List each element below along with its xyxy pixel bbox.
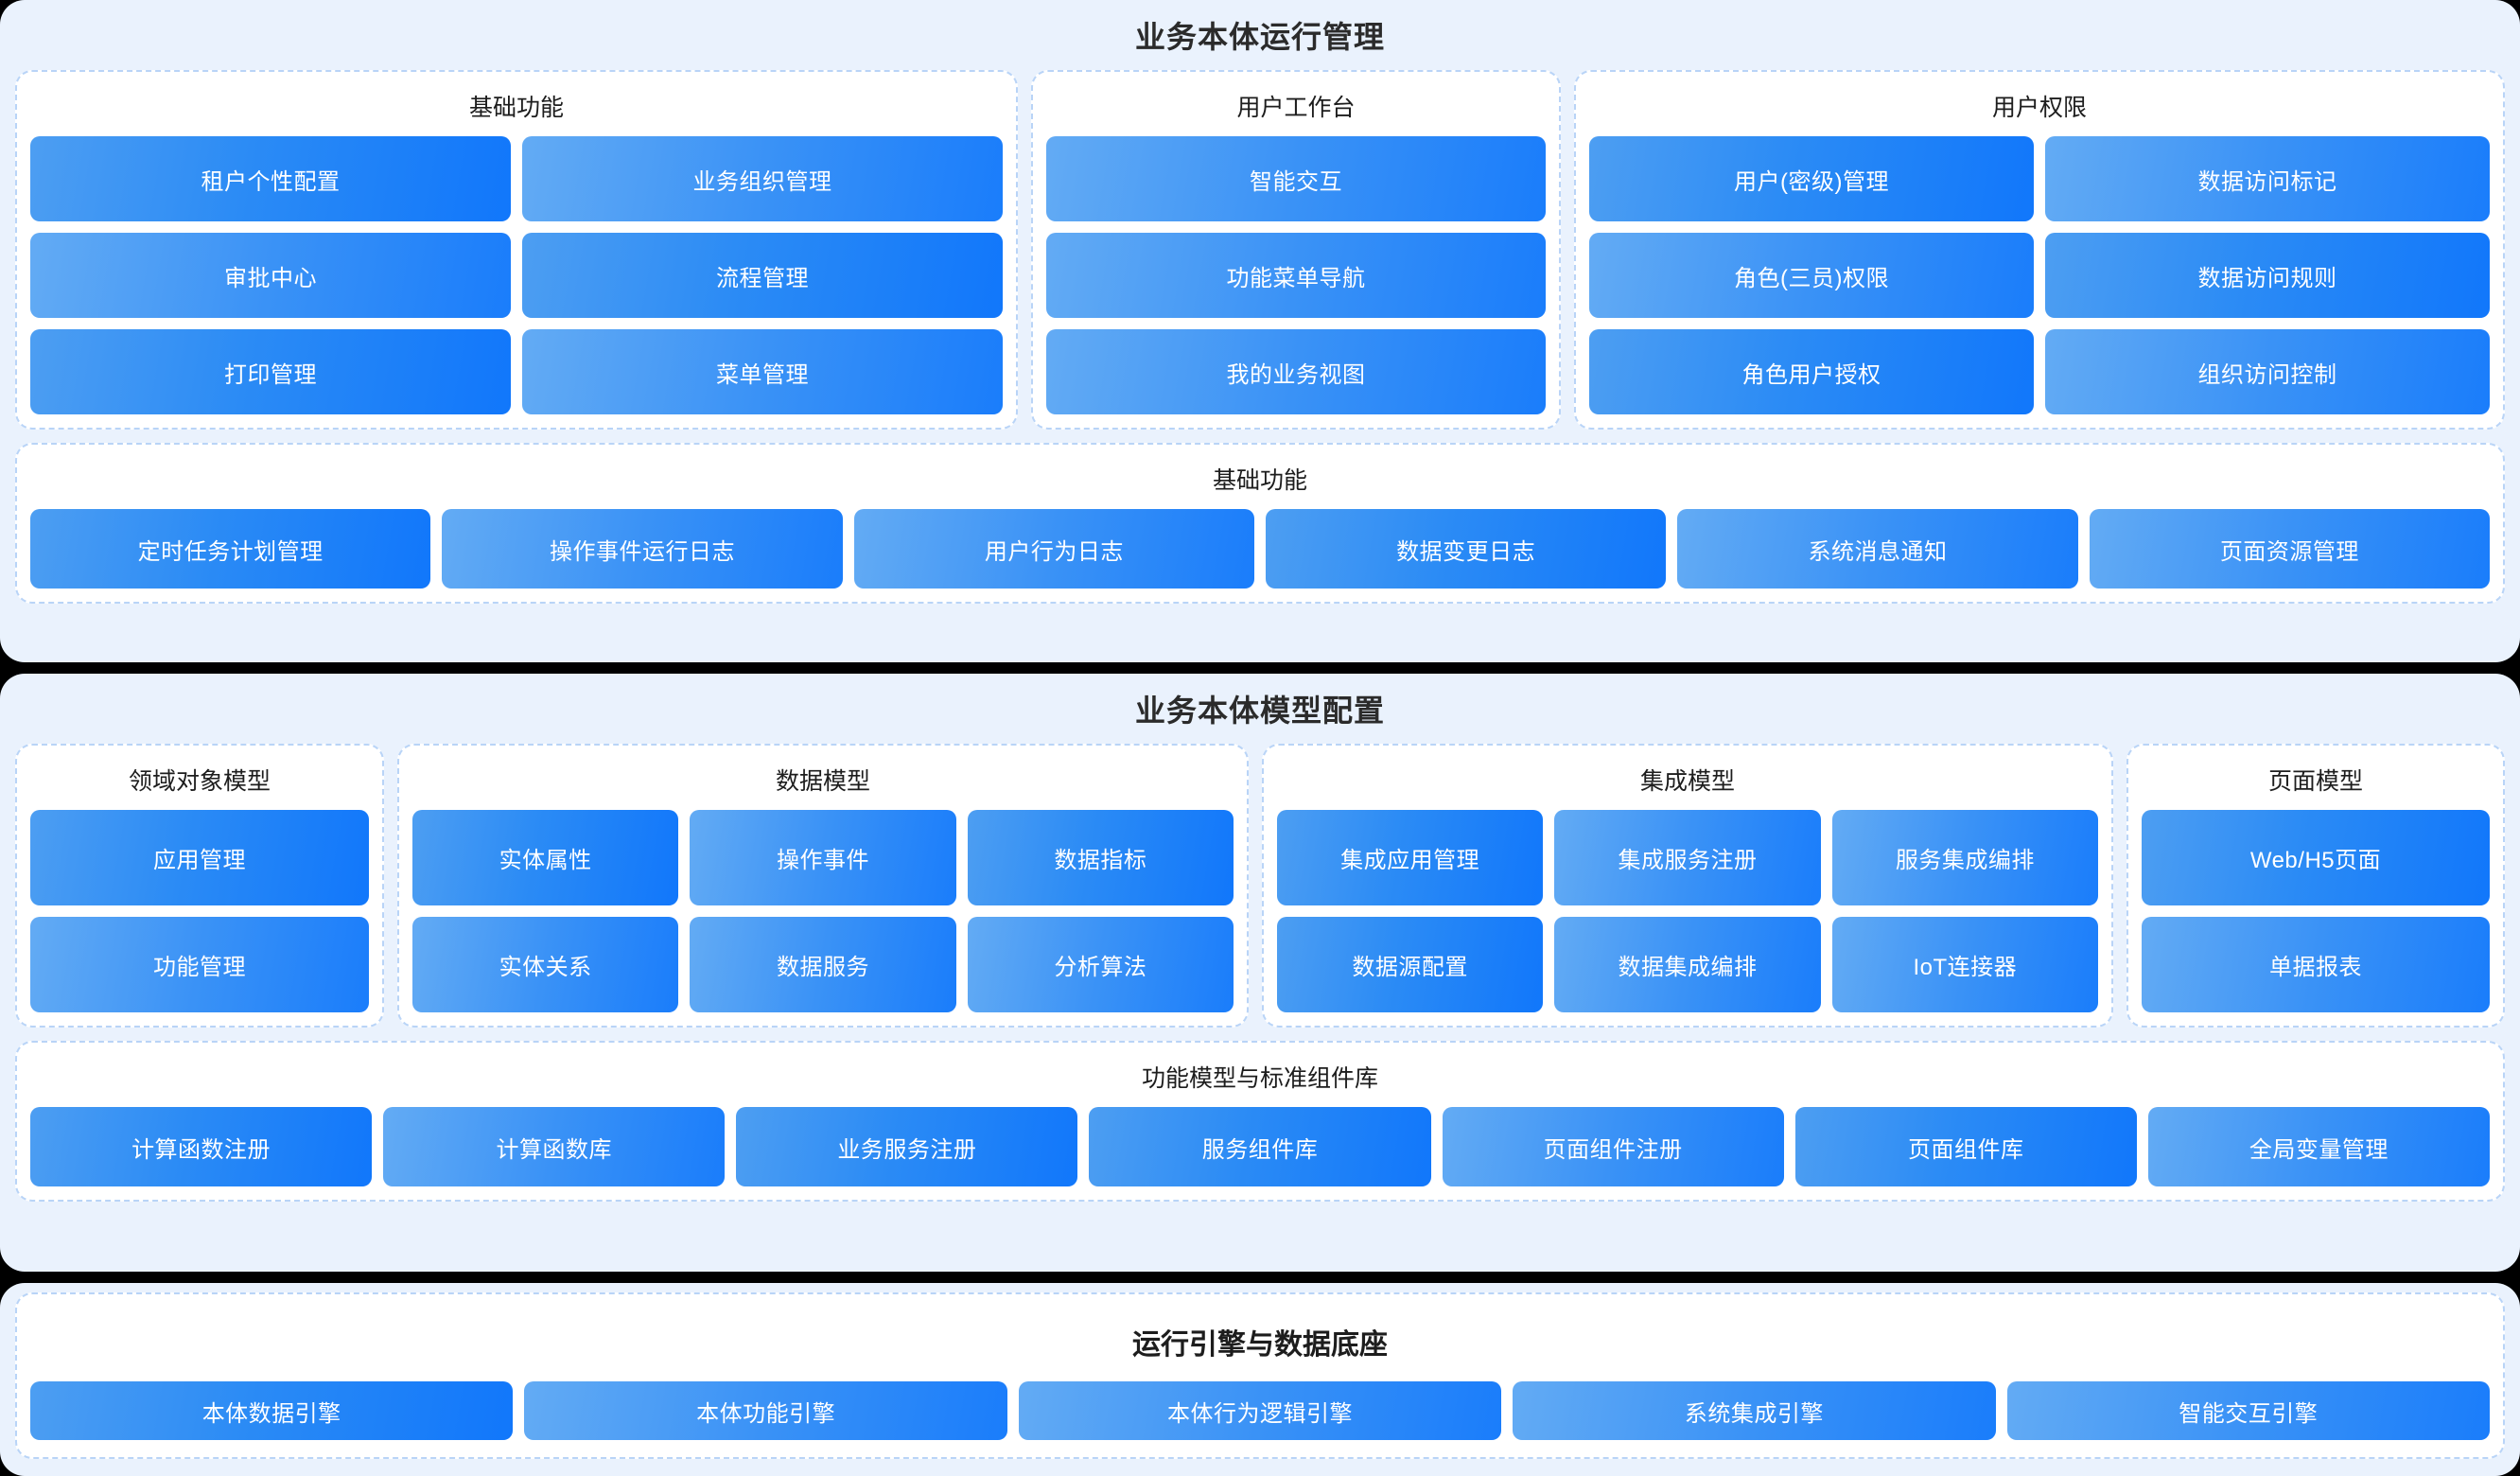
panel-page-model: 页面模型 Web/H5页面 单据报表 bbox=[2126, 744, 2505, 1028]
section-divider-1 bbox=[0, 662, 2520, 674]
chip-function-management[interactable]: 功能管理 bbox=[30, 917, 369, 1012]
chip-menu-management[interactable]: 菜单管理 bbox=[522, 329, 1003, 414]
chip-system-integration-engine[interactable]: 系统集成引擎 bbox=[1513, 1381, 1996, 1440]
chip-intelligent-interaction-engine[interactable]: 智能交互引擎 bbox=[2006, 1381, 2490, 1440]
chip-operation-event[interactable]: 操作事件 bbox=[690, 810, 956, 905]
panel-data-model: 数据模型 实体属性 操作事件 数据指标 实体关系 数据服务 分析算法 bbox=[397, 744, 1249, 1028]
chip-ontology-function-engine[interactable]: 本体功能引擎 bbox=[524, 1381, 1007, 1440]
section-divider-2 bbox=[0, 1272, 2520, 1283]
chip-approval-center[interactable]: 审批中心 bbox=[30, 233, 511, 318]
chip-function-menu-navigation[interactable]: 功能菜单导航 bbox=[1046, 233, 1546, 318]
panel-title-data-model: 数据模型 bbox=[775, 768, 870, 795]
chip-data-access-tag[interactable]: 数据访问标记 bbox=[2045, 136, 2490, 221]
chip-grid-basic-functions-extended: 定时任务计划管理 操作事件运行日志 用户行为日志 数据变更日志 系统消息通知 页… bbox=[30, 509, 2490, 589]
chip-ontology-behavior-logic-engine[interactable]: 本体行为逻辑引擎 bbox=[1018, 1381, 1502, 1440]
section-operations-management: 业务本体运行管理 基础功能 租户个性配置 业务组织管理 审批中心 流程管理 打印… bbox=[0, 0, 2520, 662]
chip-user-behavior-log[interactable]: 用户行为日志 bbox=[853, 509, 1254, 589]
panel-title-function-model-component-library: 功能模型与标准组件库 bbox=[1141, 1065, 1378, 1092]
panel-user-workbench: 用户工作台 智能交互 功能菜单导航 我的业务视图 bbox=[1031, 70, 1561, 430]
panel-title-user-workbench: 用户工作台 bbox=[1236, 95, 1356, 121]
chip-scheduled-task-plan-management[interactable]: 定时任务计划管理 bbox=[30, 509, 431, 589]
chip-grid-integration-model: 集成应用管理 集成服务注册 服务集成编排 数据源配置 数据集成编排 IoT连接器 bbox=[1277, 810, 2098, 1012]
chip-grid-runtime-engine: 本体数据引擎 本体功能引擎 本体行为逻辑引擎 系统集成引擎 智能交互引擎 bbox=[30, 1381, 2490, 1444]
chip-process-management[interactable]: 流程管理 bbox=[522, 233, 1003, 318]
chip-data-access-rule[interactable]: 数据访问规则 bbox=[2045, 233, 2490, 318]
chip-system-message-notification[interactable]: 系统消息通知 bbox=[1677, 509, 2078, 589]
chip-page-resource-management[interactable]: 页面资源管理 bbox=[2089, 509, 2490, 589]
chip-role-user-authorization[interactable]: 角色用户授权 bbox=[1589, 329, 2034, 414]
chip-org-access-control[interactable]: 组织访问控制 bbox=[2045, 329, 2490, 414]
chip-datasource-config[interactable]: 数据源配置 bbox=[1277, 917, 1544, 1012]
section-title-model-configuration: 业务本体模型配置 bbox=[1134, 694, 1385, 728]
panel-basic-functions-extended: 基础功能 定时任务计划管理 操作事件运行日志 用户行为日志 数据变更日志 系统消… bbox=[15, 443, 2505, 604]
chip-calc-function-library[interactable]: 计算函数库 bbox=[383, 1107, 726, 1186]
chip-print-management[interactable]: 打印管理 bbox=[30, 329, 511, 414]
chip-my-business-view[interactable]: 我的业务视图 bbox=[1046, 329, 1546, 414]
chip-entity-relation[interactable]: 实体关系 bbox=[412, 917, 679, 1012]
chip-grid-data-model: 实体属性 操作事件 数据指标 实体关系 数据服务 分析算法 bbox=[412, 810, 1234, 1012]
panel-title-runtime-engine: 运行引擎与数据底座 bbox=[1132, 1329, 1388, 1361]
section-model-configuration: 业务本体模型配置 领域对象模型 应用管理 功能管理 数据模型 实体属性 操作事件… bbox=[0, 674, 2520, 1272]
chip-grid-domain-object-model: 应用管理 功能管理 bbox=[30, 810, 369, 1012]
chip-operation-event-run-log[interactable]: 操作事件运行日志 bbox=[442, 509, 843, 589]
panel-title-basic-functions: 基础功能 bbox=[468, 95, 564, 121]
chip-role-three-member-permission[interactable]: 角色(三员)权限 bbox=[1589, 233, 2034, 318]
chip-page-component-register[interactable]: 页面组件注册 bbox=[1442, 1107, 1784, 1186]
chip-business-service-register[interactable]: 业务服务注册 bbox=[736, 1107, 1078, 1186]
panel-title-basic-functions-extended: 基础功能 bbox=[1212, 467, 1307, 494]
chip-calc-function-register[interactable]: 计算函数注册 bbox=[30, 1107, 373, 1186]
chip-service-integration-orchestration[interactable]: 服务集成编排 bbox=[1831, 810, 2098, 905]
panel-title-page-model: 页面模型 bbox=[2267, 768, 2363, 795]
chip-grid-basic-functions: 租户个性配置 业务组织管理 审批中心 流程管理 打印管理 菜单管理 bbox=[30, 136, 1003, 414]
chip-data-change-log[interactable]: 数据变更日志 bbox=[1266, 509, 1667, 589]
panel-runtime-engine: 运行引擎与数据底座 本体数据引擎 本体功能引擎 本体行为逻辑引擎 系统集成引擎 … bbox=[15, 1292, 2505, 1459]
chip-ontology-data-engine[interactable]: 本体数据引擎 bbox=[30, 1381, 514, 1440]
section-title-operations: 业务本体运行管理 bbox=[1134, 20, 1385, 54]
chip-grid-function-model-component-library: 计算函数注册 计算函数库 业务服务注册 服务组件库 页面组件注册 页面组件库 全… bbox=[30, 1107, 2490, 1186]
chip-analysis-algorithm[interactable]: 分析算法 bbox=[967, 917, 1234, 1012]
chip-entity-attribute[interactable]: 实体属性 bbox=[412, 810, 679, 905]
panel-title-domain-object-model: 领域对象模型 bbox=[128, 768, 271, 795]
panel-title-integration-model: 集成模型 bbox=[1639, 768, 1735, 795]
chip-page-component-library[interactable]: 页面组件库 bbox=[1794, 1107, 2137, 1186]
chip-grid-page-model: Web/H5页面 单据报表 bbox=[2142, 810, 2490, 1012]
chip-integration-service-register[interactable]: 集成服务注册 bbox=[1554, 810, 1821, 905]
panel-title-user-permissions: 用户权限 bbox=[1991, 95, 2087, 121]
chip-intelligent-interaction[interactable]: 智能交互 bbox=[1046, 136, 1546, 221]
panel-domain-object-model: 领域对象模型 应用管理 功能管理 bbox=[15, 744, 384, 1028]
chip-web-h5-page[interactable]: Web/H5页面 bbox=[2142, 810, 2490, 905]
chip-integration-app-management[interactable]: 集成应用管理 bbox=[1277, 810, 1544, 905]
chip-service-component-library[interactable]: 服务组件库 bbox=[1089, 1107, 1431, 1186]
chip-business-org-management[interactable]: 业务组织管理 bbox=[522, 136, 1003, 221]
chip-data-service[interactable]: 数据服务 bbox=[690, 917, 956, 1012]
chip-grid-user-workbench: 智能交互 功能菜单导航 我的业务视图 bbox=[1046, 136, 1546, 414]
panel-function-model-component-library: 功能模型与标准组件库 计算函数注册 计算函数库 业务服务注册 服务组件库 页面组… bbox=[15, 1041, 2505, 1202]
chip-document-report[interactable]: 单据报表 bbox=[2142, 917, 2490, 1012]
chip-grid-user-permissions: 用户(密级)管理 数据访问标记 角色(三员)权限 数据访问规则 角色用户授权 组… bbox=[1589, 136, 2490, 414]
chip-data-indicator[interactable]: 数据指标 bbox=[967, 810, 1234, 905]
chip-iot-connector[interactable]: IoT连接器 bbox=[1831, 917, 2098, 1012]
panel-integration-model: 集成模型 集成应用管理 集成服务注册 服务集成编排 数据源配置 数据集成编排 I… bbox=[1262, 744, 2113, 1028]
panel-row-operations: 基础功能 租户个性配置 业务组织管理 审批中心 流程管理 打印管理 菜单管理 用… bbox=[15, 70, 2505, 430]
chip-tenant-config[interactable]: 租户个性配置 bbox=[30, 136, 511, 221]
panel-row-models: 领域对象模型 应用管理 功能管理 数据模型 实体属性 操作事件 数据指标 实体关… bbox=[15, 744, 2505, 1028]
panel-basic-functions: 基础功能 租户个性配置 业务组织管理 审批中心 流程管理 打印管理 菜单管理 bbox=[15, 70, 1018, 430]
chip-user-classification-management[interactable]: 用户(密级)管理 bbox=[1589, 136, 2034, 221]
panel-user-permissions: 用户权限 用户(密级)管理 数据访问标记 角色(三员)权限 数据访问规则 角色用… bbox=[1574, 70, 2505, 430]
chip-data-integration-orchestration[interactable]: 数据集成编排 bbox=[1554, 917, 1821, 1012]
section-runtime-engine-data-base: 运行引擎与数据底座 本体数据引擎 本体功能引擎 本体行为逻辑引擎 系统集成引擎 … bbox=[0, 1283, 2520, 1476]
chip-global-variable-management[interactable]: 全局变量管理 bbox=[2147, 1107, 2490, 1186]
chip-application-management[interactable]: 应用管理 bbox=[30, 810, 369, 905]
